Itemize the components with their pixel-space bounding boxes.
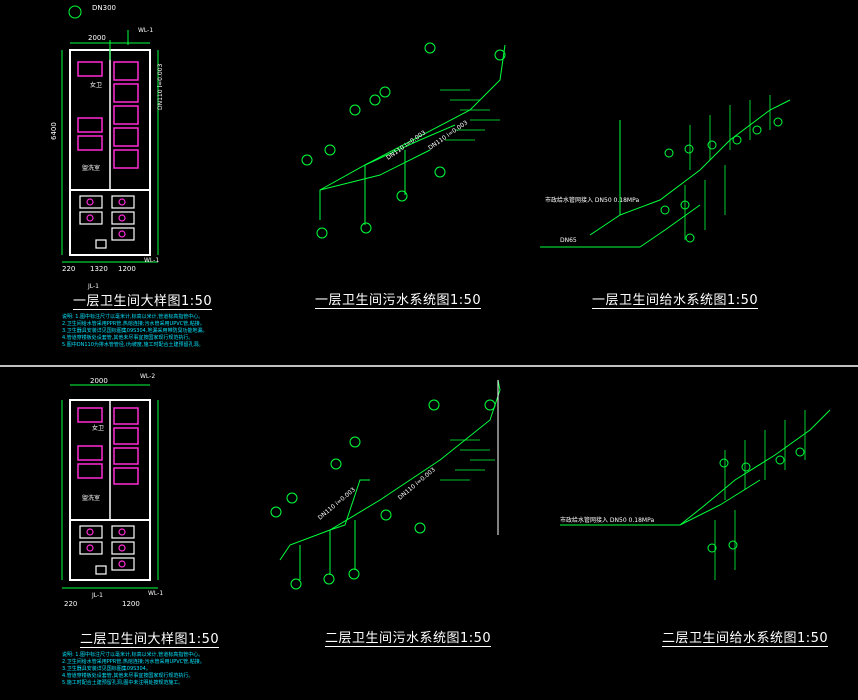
floor2-note-line: 5.施工时配合土建预留孔洞,图中未注明处按规范施工。 <box>62 680 184 686</box>
floor1-room-female: 女卫 <box>90 81 102 89</box>
floor1-drain-system <box>301 42 506 239</box>
floor2-wl1-label: WL-1 <box>148 590 163 597</box>
floor2-dim-top: 2000 <box>90 377 108 385</box>
floor2-note-line: 4.管道穿楼板处设套管,其他未尽事宜按国家现行规范执行。 <box>62 673 194 679</box>
floor1-dim-bottom-left: 220 <box>62 265 75 273</box>
floor1-drain-pipe-b: DN110 i=0.003 <box>427 119 469 151</box>
floor1-dn300-label: DN300 <box>92 4 116 12</box>
floor2-supply-main-note: 市政给水管网接入 DN50 0.18MPa <box>560 516 654 524</box>
floor1-note-line: 4.管道穿楼板处设套管,其他未尽事宜按国家现行规范执行。 <box>62 335 194 341</box>
floor2-drain-system <box>270 379 501 590</box>
floor2-note-line: 2.卫生间给水管采用PPR管,热熔连接;污水管采用UPVC管,粘接。 <box>62 659 205 665</box>
floor2-dim-bottom-left: 220 <box>64 600 77 608</box>
floor1-plan-title: 一层卫生间大样图1:50 <box>73 294 213 310</box>
floor1-supply-system <box>540 95 791 248</box>
floor2-note-line: 说明: 1.图中标注尺寸以毫米计,标高以米计,管道标高指管中心。 <box>62 652 204 658</box>
floor2-room-female: 女卫 <box>92 424 104 432</box>
floor2-supply-title: 二层卫生间给水系统图1:50 <box>662 631 829 647</box>
floor2-dim-bottom-right: 1200 <box>122 600 140 608</box>
floor1-supply-title: 一层卫生间给水系统图1:50 <box>592 293 759 309</box>
floor1-room-anteroom: 盥洗室 <box>82 164 100 172</box>
floor1-dim-top: 2000 <box>88 34 106 42</box>
floor2-notes: 说明: 1.图中标注尺寸以毫米计,标高以米计,管道标高指管中心。 2.卫生间给水… <box>62 652 205 687</box>
floor2-jl1-label: JL-1 <box>91 592 103 599</box>
floor2-drain-title: 二层卫生间污水系统图1:50 <box>325 631 492 647</box>
floor1-wl1-top-label: WL-1 <box>138 27 153 34</box>
floor1-note-line: 3.卫生器具安装详见国标图集09S304,地漏采用带防臭功能地漏。 <box>62 328 208 334</box>
floor1-axis-bubble <box>68 5 82 19</box>
floor1-dim-bottom-right: 1200 <box>118 265 136 273</box>
floor2-note-line: 3.卫生器具安装详见国标图集09S304。 <box>62 666 151 672</box>
floor1-jl1-label: JL-1 <box>87 283 99 290</box>
floor2-drain-pipe-a: DN110 i=0.003 <box>317 486 357 521</box>
floor1-dim-vertical: 6400 <box>50 122 58 140</box>
floor2-drain-pipe-b: DN110 i=0.003 <box>397 466 437 501</box>
floor2-supply-system <box>560 409 831 580</box>
floor1-drain-pipe-a: DN110 i=0.003 <box>385 129 427 161</box>
floor1-supply-main-note: 市政给水管网接入 DN50 0.18MPa <box>545 196 639 204</box>
floor1-plan: DN300 WL-1 2000 女卫 盥洗室 <box>50 4 164 290</box>
floor2-plan-title: 二层卫生间大样图1:50 <box>80 632 220 648</box>
floor1-note-line: 5.图中DN110为排水管管径,i为坡度,施工时配合土建预留孔洞。 <box>62 342 204 348</box>
floor2-plan: WL-2 2000 女卫 盥洗室 <box>61 373 163 608</box>
floor1-supply-dn65: DN65 <box>560 237 577 244</box>
floor1-dn110-label: DN110 i=0.003 <box>157 63 164 110</box>
floor1-note-line: 说明: 1.图中标注尺寸以毫米计,标高以米计,管道标高指管中心。 <box>62 314 204 320</box>
floor1-wl1-bottom-label: WL-1 <box>144 257 159 264</box>
floor1-drain-title: 一层卫生间污水系统图1:50 <box>315 293 482 309</box>
floor1-note-line: 2.卫生间给水管采用PPR管,热熔连接;污水管采用UPVC管,粘接。 <box>62 321 205 327</box>
floor1-notes: 说明: 1.图中标注尺寸以毫米计,标高以米计,管道标高指管中心。 2.卫生间给水… <box>62 314 207 349</box>
floor2-wl2-label: WL-2 <box>140 373 155 380</box>
floor2-room-anteroom: 盥洗室 <box>82 494 100 502</box>
floor1-dim-bottom-mid: 1320 <box>90 265 108 273</box>
